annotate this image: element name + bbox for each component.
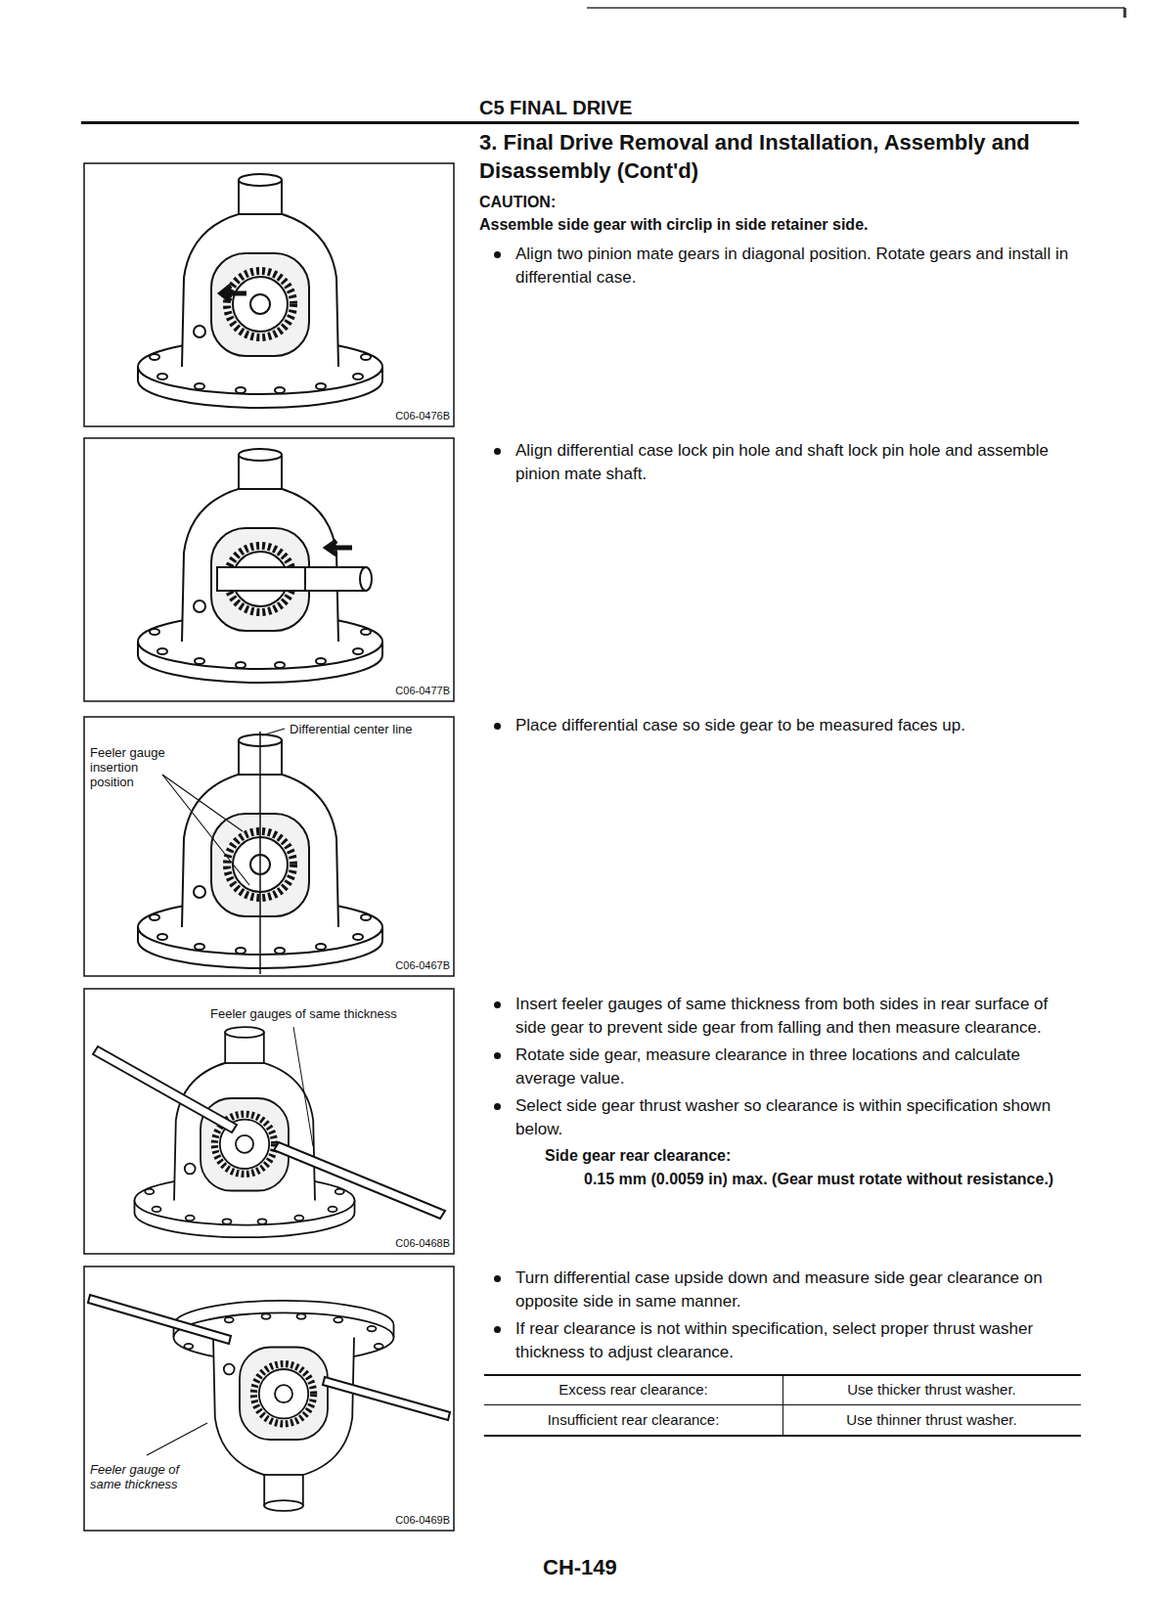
figure-label: Feeler gauge insertion position <box>89 745 169 790</box>
figure-code: C06-0468B <box>371 1236 450 1252</box>
bullet-dot <box>493 1052 501 1060</box>
bullet-dot <box>493 1103 501 1111</box>
bullet-text: If rear clearance is not within specific… <box>515 1317 1081 1365</box>
page-number: CH-149 <box>542 1553 739 1584</box>
bullet-text: Rotate side gear, measure clearance in t… <box>515 1043 1081 1091</box>
figure-label: Feeler gauges of same thickness <box>210 1005 446 1024</box>
table-rule <box>484 1434 1081 1437</box>
caution-text: Assemble side gear with circlip in side … <box>479 214 1067 236</box>
bullet-dot <box>493 722 501 730</box>
bullet-text: Place differential case so side gear to … <box>515 714 1081 738</box>
header-rule <box>81 121 1079 125</box>
spec-label: Side gear rear clearance: <box>544 1145 1073 1167</box>
spec-value: 0.15 mm (0.0059 in) max. (Gear must rota… <box>583 1168 1073 1191</box>
figure-label: Feeler gauge of same thickness <box>89 1462 193 1492</box>
bullet-text: Turn differential case upside down and m… <box>515 1266 1081 1314</box>
bullet-dot <box>493 447 501 455</box>
bullet-dot <box>493 1001 501 1009</box>
bullet-text: Select side gear thrust washer so cleara… <box>515 1094 1081 1142</box>
bullet-text: Align two pinion mate gears in diagonal … <box>515 242 1081 290</box>
figure-label: Differential center line <box>289 720 451 739</box>
bullet-text: Align differential case lock pin hole an… <box>515 439 1081 487</box>
table-cell: Insufficient rear clearance: <box>489 1411 778 1430</box>
section-title: C5 FINAL DRIVE <box>479 93 871 122</box>
table-cell: Use thinner thrust washer. <box>787 1411 1076 1430</box>
figure-code: C06-0467B <box>371 958 450 974</box>
caution-label: CAUTION: <box>479 191 773 214</box>
bullet-dot <box>493 251 501 259</box>
bullet-dot <box>493 1326 501 1334</box>
figure-code: C06-0469B <box>371 1513 450 1528</box>
section-heading: 3. Final Drive Removal and Installation,… <box>479 128 1067 185</box>
table-cell: Excess rear clearance: <box>489 1381 778 1399</box>
bullet-dot <box>493 1275 501 1283</box>
table-rule <box>782 1374 784 1435</box>
table-cell: Use thicker thrust washer. <box>787 1381 1076 1399</box>
figure-code: C06-0476B <box>371 408 450 424</box>
figure-code: C06-0477B <box>371 683 450 699</box>
bullet-text: Insert feeler gauges of same thickness f… <box>515 992 1081 1040</box>
